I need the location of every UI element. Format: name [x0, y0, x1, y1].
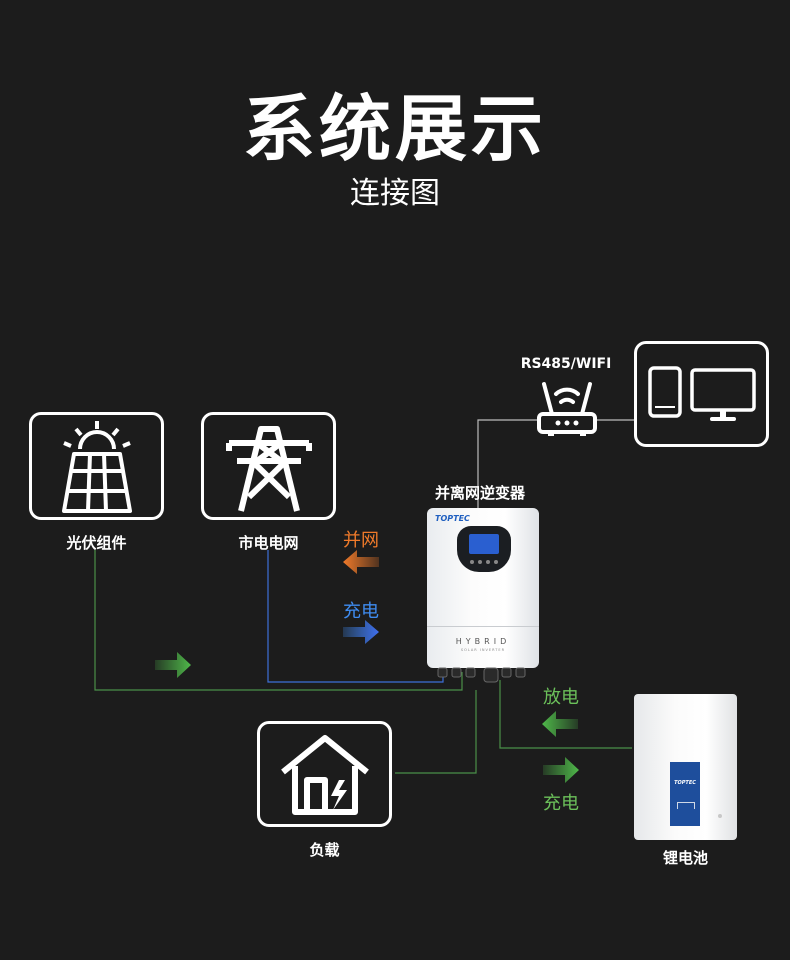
monitor-node [634, 341, 769, 447]
lcd-screen [469, 534, 499, 554]
comm-label: RS485/WIFI [520, 356, 612, 372]
battery-charge-arrow-icon [543, 757, 579, 783]
page-subtitle: 连接图 [350, 176, 440, 211]
solar-panel-icon [61, 420, 132, 513]
inverter-brand: TOPTEC [435, 514, 470, 523]
solar-label: 光伏组件 [66, 534, 127, 552]
grid-charge-label: 充电 [343, 601, 379, 622]
battery-front-label: TOPTEC [670, 762, 700, 826]
battery-brand: TOPTEC [674, 780, 696, 786]
solar-wire [94, 550, 463, 691]
grid-charge-arrow-icon [343, 620, 379, 644]
page-title: 系统展示 [242, 87, 547, 171]
load-wire [395, 690, 477, 774]
battery-logo-icon [677, 802, 695, 809]
indicator-led [486, 560, 490, 564]
battery-label: 锂电池 [662, 849, 708, 867]
power-indicator [718, 814, 722, 818]
indicator-led [470, 560, 474, 564]
hybrid-inverter-unit: TOPTEC HYBRID SOLAR INVERTER [427, 508, 539, 668]
battery-discharge-arrow-icon [542, 711, 578, 737]
inverter-ports [437, 667, 526, 683]
power-tower-icon [225, 425, 312, 512]
grid-feed-label: 并网 [343, 530, 379, 551]
solar-node [29, 412, 164, 520]
battery-discharge-label: 放电 [543, 687, 579, 708]
router-icon [537, 382, 597, 436]
inverter-model-sub: SOLAR INVERTER [460, 648, 506, 652]
inverter-control-panel [457, 526, 511, 572]
inverter-label: 并离网逆变器 [434, 484, 525, 502]
indicator-led [478, 560, 482, 564]
inverter-seam [427, 626, 539, 627]
solar-flow-arrow-icon [155, 652, 191, 678]
battery-charge-label: 充电 [543, 793, 579, 814]
battery-wire [499, 680, 632, 749]
indicator-led [494, 560, 498, 564]
load-label: 负载 [309, 841, 340, 859]
grid-label: 市电电网 [238, 534, 299, 552]
load-node [257, 721, 392, 827]
grid-node [201, 412, 336, 520]
grid-feed-arrow-icon [343, 550, 379, 574]
lithium-battery-unit: TOPTEC [634, 694, 737, 840]
house-icon [280, 735, 369, 815]
inverter-model: HYBRID [455, 637, 511, 646]
phone-and-monitor-icon [647, 366, 756, 421]
comm-wire-router [477, 419, 540, 508]
